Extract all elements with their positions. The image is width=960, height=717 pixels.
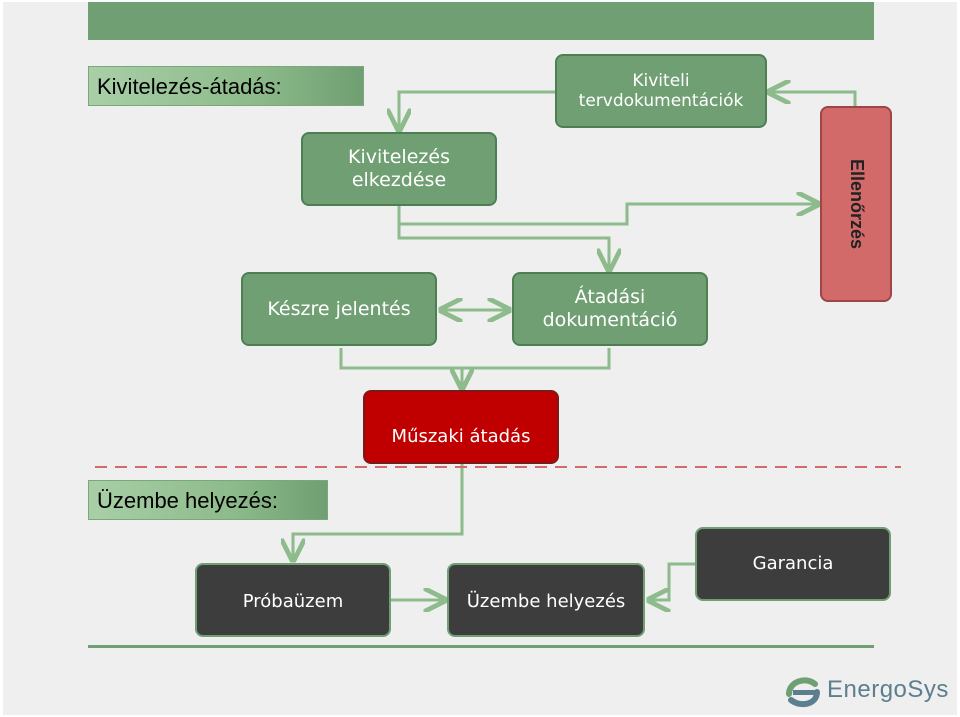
node-trial-run-label: Próbaüzem [242,591,344,613]
node-completion-report: Készre jelentés [241,272,437,346]
node-warranty-label: Garancia [752,553,834,575]
node-commissioning: Üzembe helyezés [447,563,645,637]
connector-technical-to-trial [293,464,464,560]
node-trial-run: Próbaüzem [195,563,391,637]
node-construction-start-label: Kivitelezés elkezdése [348,146,450,191]
energosys-logo: EnergoSys [783,672,948,712]
connector-warranty-to-commissioning [649,562,695,600]
footer-line [88,645,874,648]
node-commissioning-label: Üzembe helyezés [466,591,626,613]
node-handover-docs-label: Átadási dokumentáció [542,286,678,331]
connector-merge-line [339,348,611,370]
connector-docs-to-start [399,90,555,130]
connector-start-to-inspection [397,204,818,226]
node-technical-handover-label: Műszaki átadás [391,426,531,448]
section-label-construction-handover: Kivitelezés-átadás: [88,66,364,106]
connector-inspection-to-docs [769,92,857,106]
node-design-docs: Kiviteli tervdokumentációk [555,54,767,128]
header-bar [88,2,874,40]
node-technical-handover: Műszaki átadás [363,390,559,464]
node-design-docs-label: Kiviteli tervdokumentációk [578,70,744,111]
node-handover-docs: Átadási dokumentáció [512,272,708,346]
logo-text: EnergoSys [827,676,949,703]
node-inspection: Ellenőrzés [820,106,892,302]
node-inspection-label: Ellenőrzés [846,158,867,250]
slide: Kivitelezés-átadás: Üzembe helyezés: [3,2,957,715]
node-warranty: Garancia [695,527,891,601]
node-construction-start: Kivitelezés elkezdése [301,132,497,206]
logo-swirl-icon [786,677,820,708]
connector-start-to-handover-docs [397,224,609,270]
node-completion-report-label: Készre jelentés [267,297,411,320]
section-label-commissioning: Üzembe helyezés: [88,480,328,520]
connectors [95,2,901,715]
